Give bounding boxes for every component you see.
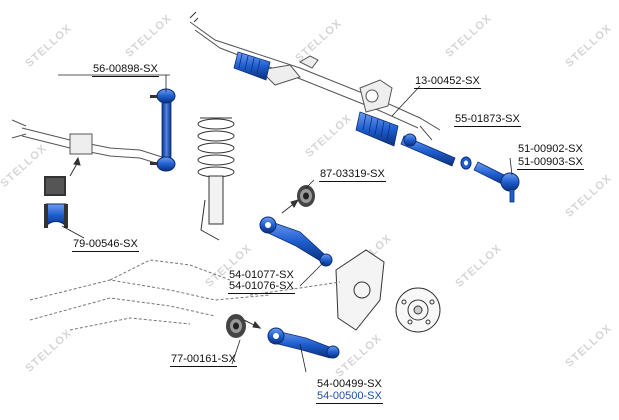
label-tie-rod-end-2: 51-00903-SX: [517, 156, 584, 170]
label-arm-bushing-upper: 87-03319-SX: [319, 168, 386, 182]
label-tie-rod-end-1: 51-00902-SX: [518, 143, 583, 155]
label-control-arm-lower-2-link[interactable]: 54-00500-SX: [316, 390, 383, 404]
knuckle-hub: [335, 249, 441, 333]
label-axial-joint: 55-01873-SX: [454, 113, 521, 127]
stabilizer-link-part: [150, 88, 176, 172]
tie-rod-end-part: [473, 161, 520, 203]
pointer-arrows: [69, 156, 300, 329]
leader-lines: [58, 74, 513, 373]
arm-bushing-upper-part: [297, 185, 315, 207]
control-arm-lower-part: [267, 327, 340, 359]
stabilizer-bushing-part: [44, 176, 68, 228]
label-control-arm-lower-1: 54-00499-SX: [317, 378, 382, 390]
steering-rack-boot-left: [233, 51, 271, 81]
label-steering-rack: 13-00452-SX: [414, 75, 481, 89]
label-arm-bushing-lower: 77-00161-SX: [170, 353, 237, 367]
arm-bushing-lower-part: [226, 314, 246, 338]
steering-rack-housing: [189, 11, 441, 131]
strut-assembly: [197, 117, 235, 241]
stabilizer-bar: [11, 119, 166, 167]
label-stabilizer-bushing: 79-00546-SX: [72, 238, 139, 252]
label-control-arm-upper-2: 54-01076-SX: [228, 280, 295, 294]
steering-rack-boot-right: [355, 111, 399, 147]
label-control-arm-upper-1: 54-01077-SX: [229, 269, 294, 281]
control-arm-upper-part: [259, 216, 333, 267]
label-stabilizer-link: 56-00898-SX: [92, 63, 159, 77]
subframe: [29, 259, 341, 331]
axial-joint-part: [400, 133, 472, 170]
